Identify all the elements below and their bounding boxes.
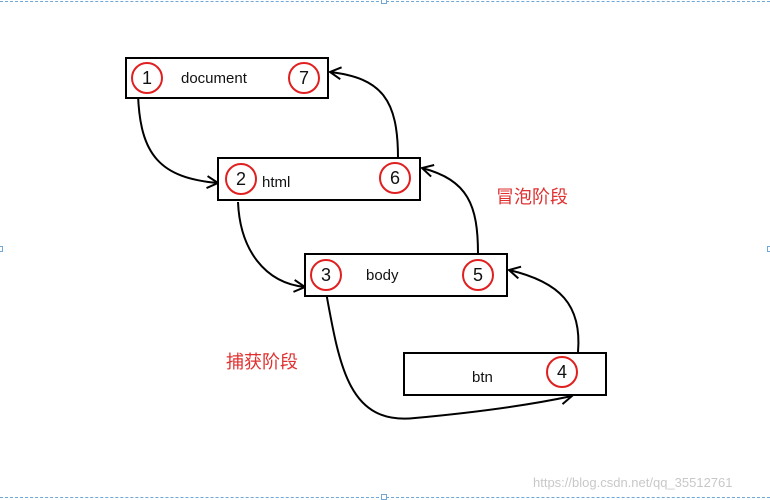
resize-handle-left[interactable] — [0, 246, 3, 252]
bubble-arrow-body-to-html — [422, 168, 479, 255]
capture-arrow-body-to-btn — [325, 291, 572, 420]
source-watermark: https://blog.csdn.net/qq_35512761 — [533, 475, 733, 490]
step-5-badge: 5 — [462, 259, 494, 291]
step-3-badge: 3 — [310, 259, 342, 291]
resize-handle-top[interactable] — [381, 0, 387, 4]
step-2-badge: 2 — [225, 163, 257, 195]
step-1-badge: 1 — [131, 62, 163, 94]
capture-phase-label: 捕获阶段 — [226, 352, 298, 373]
bubble-arrow-html-to-document — [330, 72, 399, 159]
step-6-badge: 6 — [379, 162, 411, 194]
capture-arrow-document-to-html — [137, 93, 218, 183]
step-4-badge: 4 — [546, 356, 578, 388]
capture-arrow-html-to-body — [237, 201, 305, 287]
bubbling-phase-label: 冒泡阶段 — [496, 187, 568, 208]
step-7-badge: 7 — [288, 62, 320, 94]
node-body-label: body — [366, 267, 399, 284]
resize-handle-right[interactable] — [767, 246, 770, 252]
node-btn-label: btn — [472, 369, 493, 386]
bubble-arrow-btn-to-body — [509, 270, 580, 353]
node-html-label: html — [262, 174, 291, 191]
node-document-label: document — [181, 70, 247, 87]
